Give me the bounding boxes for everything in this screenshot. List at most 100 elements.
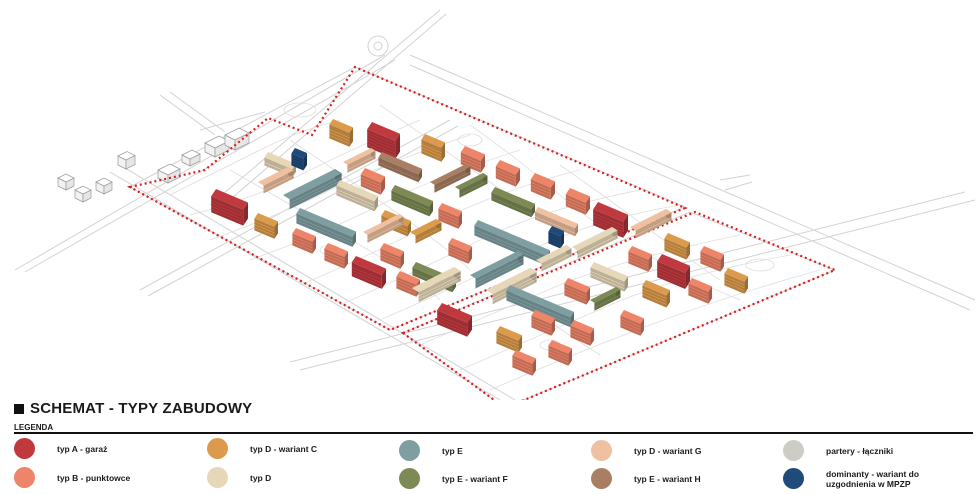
legend-swatch-typ-d-wariant-g xyxy=(591,440,612,461)
building-typ-e xyxy=(470,251,524,289)
building-roof xyxy=(396,271,420,285)
floor-line xyxy=(291,159,304,165)
floor-line xyxy=(324,251,345,260)
building-roof xyxy=(296,208,356,237)
building-typ-b xyxy=(292,228,316,254)
building-typ-c xyxy=(421,134,445,162)
building-roof xyxy=(700,246,724,260)
building-typ-c xyxy=(410,219,442,244)
building-roof xyxy=(410,219,442,236)
floor-line xyxy=(438,214,459,223)
road-line xyxy=(199,111,266,131)
building-front-face xyxy=(635,212,672,239)
floor-line xyxy=(496,337,519,347)
building-roof xyxy=(496,326,522,341)
building-front-face xyxy=(351,262,382,289)
legend-label-typ-d-wariant-g: typ D - wariant G xyxy=(634,445,702,456)
legend-item-typ-d-wariant-c: typ D - wariant C xyxy=(207,438,317,459)
courtyard-loop xyxy=(283,102,317,118)
building-roof xyxy=(391,185,433,207)
building-roof xyxy=(455,173,488,190)
building-front-face xyxy=(329,124,350,147)
legend-item-typ-d: typ D xyxy=(207,467,271,488)
legend-label-typ-d-wariant-c: typ D - wariant C xyxy=(250,443,318,454)
floor-line xyxy=(360,177,381,186)
floor-line xyxy=(635,217,672,236)
floor-line xyxy=(380,251,401,260)
footpath xyxy=(489,269,821,391)
floor-line xyxy=(336,192,375,209)
floor-line xyxy=(664,244,687,254)
building-side-face xyxy=(551,318,555,336)
building-front-face xyxy=(459,175,488,198)
floor-line xyxy=(657,274,686,287)
building-typ-c xyxy=(724,268,748,294)
floor-line xyxy=(620,321,641,330)
building-typ-h xyxy=(378,152,422,183)
legend-divider xyxy=(14,432,973,434)
floor-line xyxy=(254,227,275,236)
floor-line xyxy=(329,132,350,141)
building-roof xyxy=(363,214,404,235)
building-roof xyxy=(590,287,621,303)
building-typ-b xyxy=(438,203,462,229)
building-typ-g xyxy=(630,209,672,239)
floor-line xyxy=(367,138,396,151)
floor-line xyxy=(459,180,488,195)
building-roof xyxy=(688,278,712,292)
floor-line xyxy=(329,135,350,144)
floor-line xyxy=(263,175,294,191)
building-roof xyxy=(628,246,652,260)
building-side-face xyxy=(666,290,670,308)
road-line xyxy=(169,91,226,133)
floor-line xyxy=(700,257,721,266)
context-building xyxy=(57,173,75,191)
building-typ-f xyxy=(455,173,488,198)
legend-swatch-typ-e-wariant-f xyxy=(399,468,420,489)
building-side-face xyxy=(648,254,652,272)
floor-line xyxy=(657,265,686,278)
building-front-face xyxy=(289,173,342,210)
building-roof xyxy=(380,243,404,257)
building-dominanty xyxy=(548,226,564,249)
floor-line xyxy=(391,197,430,214)
floor-line xyxy=(351,270,382,284)
floor-line xyxy=(688,289,709,298)
building-side-face xyxy=(468,246,472,264)
floor-line xyxy=(292,236,313,245)
road-line xyxy=(719,174,751,181)
floor-line xyxy=(211,203,244,217)
floor-line xyxy=(512,358,533,367)
road-line xyxy=(409,54,976,301)
building-roof xyxy=(438,203,462,217)
building-typ-a xyxy=(211,189,248,226)
building-typ-b xyxy=(448,238,472,264)
building-side-face xyxy=(312,236,316,254)
building-front-face xyxy=(491,192,532,218)
road-line xyxy=(109,171,501,400)
building-typ-b xyxy=(700,246,724,272)
building-roof xyxy=(512,350,536,364)
floor-line xyxy=(291,162,304,168)
building-front-face xyxy=(391,190,430,217)
roundabout-island xyxy=(373,41,383,51)
road-line xyxy=(409,64,971,311)
context-building xyxy=(157,163,181,184)
building-side-face xyxy=(344,251,348,269)
building-typ-c xyxy=(496,326,522,353)
footpath xyxy=(169,119,341,196)
floor-line xyxy=(506,297,571,325)
legend-label-dominanty: dominanty - wariant do uzgodnienia w MPZ… xyxy=(826,468,920,489)
floor-line xyxy=(434,171,471,190)
building-typ-f xyxy=(590,287,621,311)
floor-line xyxy=(495,175,516,184)
building-side-face xyxy=(441,142,445,162)
floor-line xyxy=(292,239,313,248)
legend-item-typ-e-wariant-h: typ E - wariant H xyxy=(591,468,701,489)
floor-line xyxy=(642,291,667,302)
floor-line xyxy=(657,268,686,281)
legend-label-partery: partery - łączniki xyxy=(826,445,894,456)
floor-line xyxy=(688,292,709,301)
building-front-face xyxy=(475,254,524,289)
floor-line xyxy=(496,334,519,344)
